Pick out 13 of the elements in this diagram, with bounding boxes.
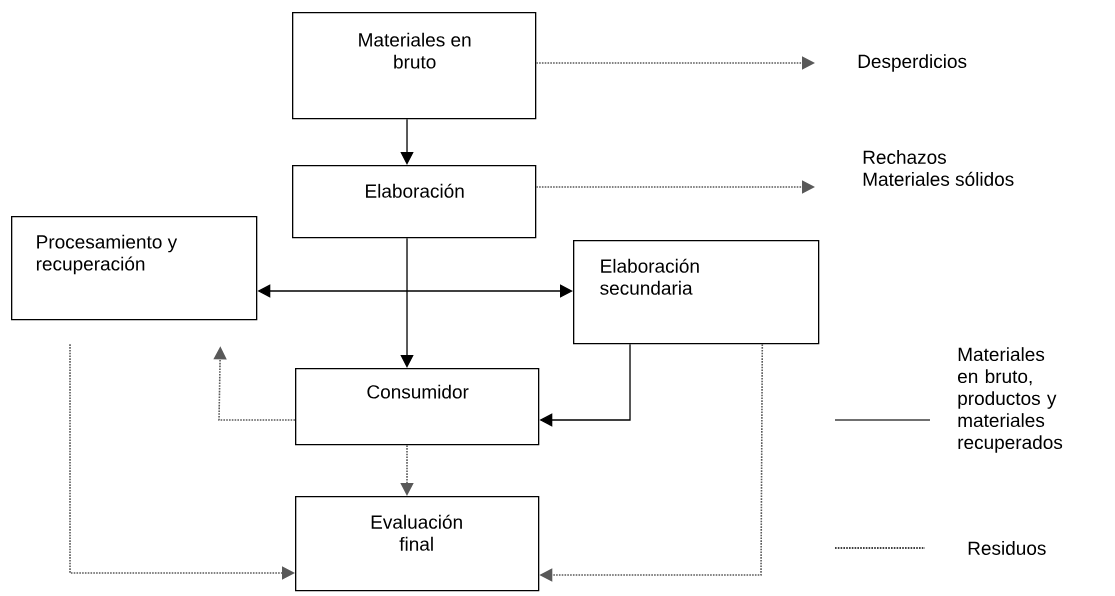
process-box: Evaluación final — [295, 496, 540, 592]
process-box: Elaboración secundaria — [573, 240, 820, 345]
process-box: Procesamiento y recuperación — [11, 216, 258, 321]
output-label: Desperdicios — [858, 54, 967, 72]
legend-label: Materiales en bruto, productos y materiales recuperados — [958, 347, 1063, 453]
process-box: Elaboración — [292, 165, 537, 239]
legend-label: Residuos — [968, 541, 1046, 555]
output-label: Rechazos Materiales sólidos — [863, 150, 1014, 186]
process-box: Materiales en bruto — [292, 12, 537, 120]
process-box: Consumidor — [295, 368, 540, 446]
arrow — [400, 118, 414, 165]
arrow — [400, 237, 414, 368]
arrow — [69, 343, 295, 580]
